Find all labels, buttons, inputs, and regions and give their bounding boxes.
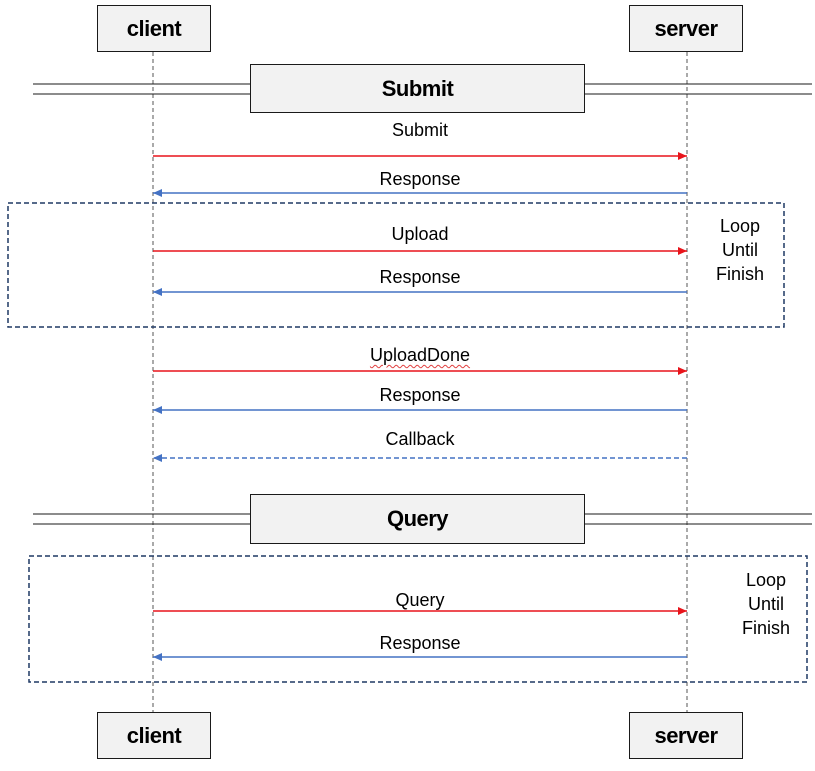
loop-label-line: Loop <box>745 570 787 590</box>
submit-section-box: Submit <box>250 64 585 113</box>
message-label-submit: Submit <box>391 120 449 140</box>
query-section-box: Query <box>250 494 585 544</box>
message-label-response-1: Response <box>379 169 461 189</box>
loop-label-line: Until <box>747 594 784 614</box>
loop-frame-query <box>28 555 808 683</box>
message-label-response-3: Response <box>379 385 461 405</box>
loop-frame-upload <box>7 202 785 328</box>
message-label-callback: Callback <box>385 429 455 449</box>
loop-label-line: Loop <box>719 216 761 236</box>
client-actor-top: client <box>97 5 211 52</box>
server-actor-bottom: server <box>629 712 743 759</box>
client-actor-bottom: client <box>97 712 211 759</box>
loop-label-upload: Loop Until Finish <box>700 214 780 286</box>
loop-label-line: Until <box>721 240 758 260</box>
message-label-response-4: Response <box>379 633 461 653</box>
loop-label-line: Finish <box>741 618 790 638</box>
message-label-upload: Upload <box>391 224 449 244</box>
message-label-upload-done: UploadDone <box>153 345 687 365</box>
server-actor-top: server <box>629 5 743 52</box>
loop-label-query: Loop Until Finish <box>726 568 806 640</box>
loop-label-line: Finish <box>715 264 764 284</box>
upload-done-text: UploadDone <box>369 345 471 365</box>
message-label-query: Query <box>395 590 445 610</box>
message-label-response-2: Response <box>379 267 461 287</box>
